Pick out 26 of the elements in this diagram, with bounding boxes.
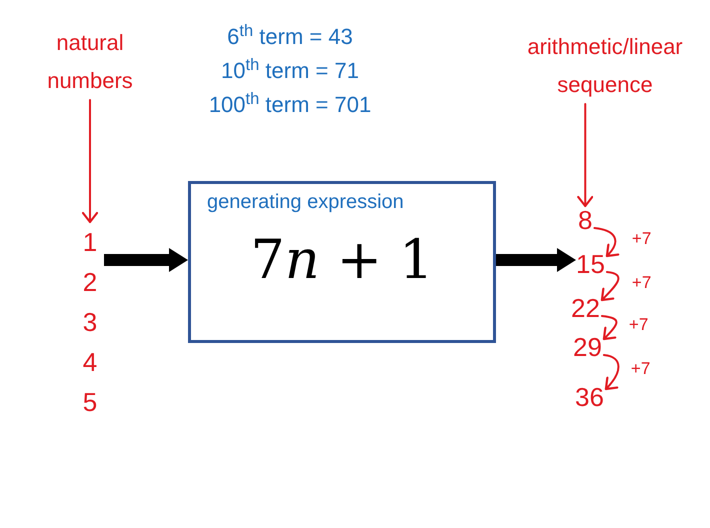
arrow [104,248,188,272]
curved-arrow [600,315,618,340]
box-heading: generating expression [207,190,404,215]
term-note: 6$^{th}$ term = 43 [227,20,353,51]
curved-arrow [602,354,620,390]
curved-arrow [593,227,620,258]
sequence-term: 29 [573,333,602,361]
number-label: 5 [82,386,98,419]
formula: 7n + 1 [250,228,434,292]
sequence-term: 8 [578,206,592,234]
process-box [188,181,496,343]
arrow [82,99,98,224]
number-label: 4 [82,346,98,379]
arrow [496,248,576,272]
number-label: 1 [82,226,98,259]
arrow [577,103,594,208]
sequence-term: 15 [576,250,605,278]
annotation-text: natural numbers [42,24,138,100]
term-note: 10$^{th}$ term = 71 [221,54,359,85]
number-label: 2 [82,266,98,299]
sequence-term: 36 [575,383,604,411]
sequence-term: 22 [571,294,600,322]
curved-arrow [600,271,620,302]
number-label: 3 [82,306,98,339]
term-note: 100$^{th}$ term = 701 [208,88,372,119]
annotation-text: arithmetic/linear sequence [522,28,688,104]
